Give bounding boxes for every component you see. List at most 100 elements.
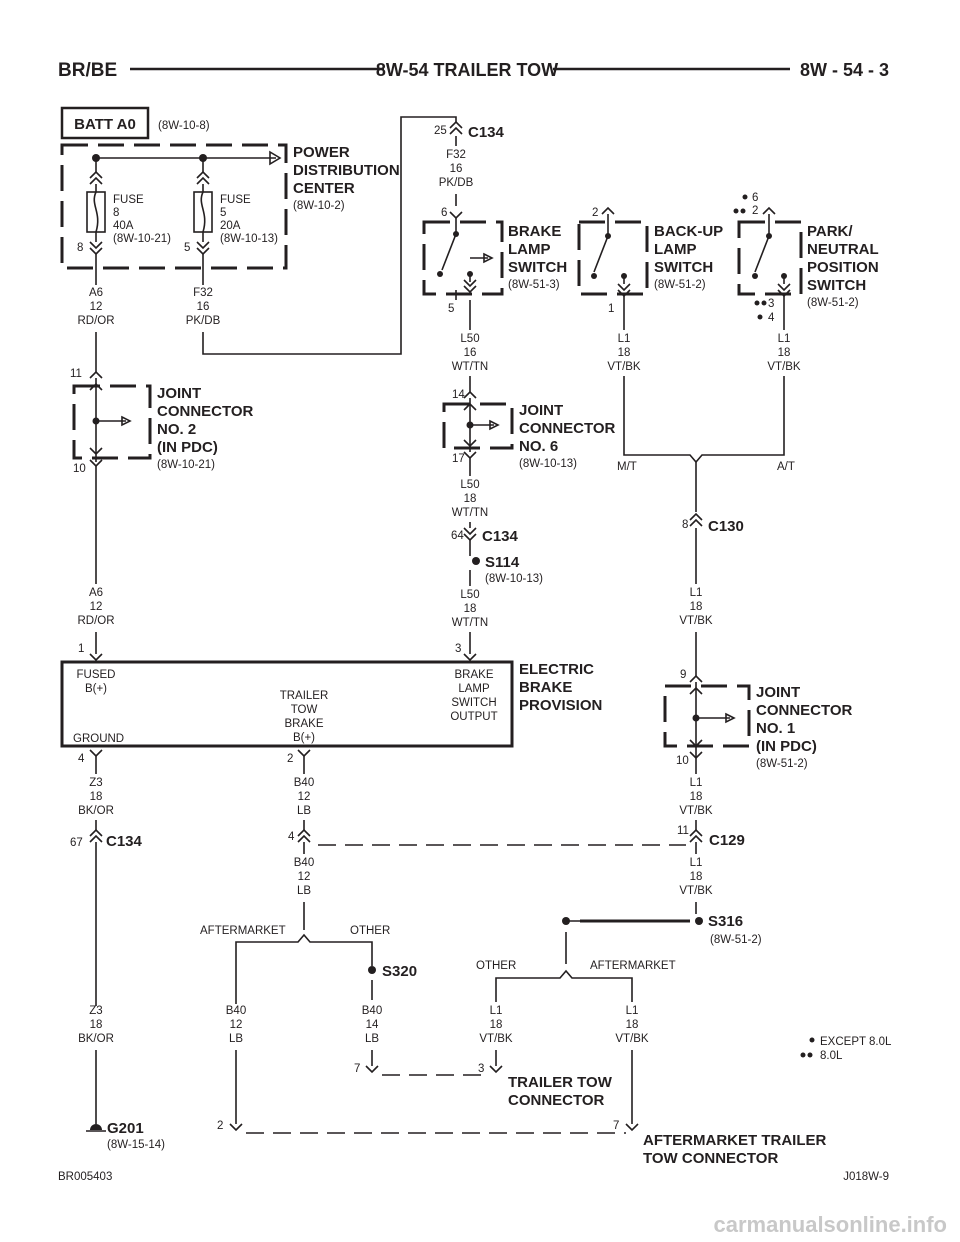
ebp-trailer-2: BRAKE (285, 718, 324, 730)
trailer-connector-pin-left: 7 (354, 1063, 360, 1075)
park-switch-title-1: NEUTRAL (807, 241, 879, 258)
joint-connector-1: 9 10 JOINT CONNECTOR NO. 1 (IN PDC) (8W-… (663, 669, 853, 770)
wire-l1-jc1-0: L1 (690, 777, 703, 789)
branch-other-left: OTHER (350, 925, 390, 937)
fuse-8-text-0: FUSE (113, 194, 144, 206)
pdc-outline (60, 143, 288, 270)
jc6-ref: (8W-10-13) (519, 458, 577, 470)
park-switch-ref: (8W-51-2) (807, 297, 859, 309)
jc2-pin-bottom: 10 (73, 463, 86, 475)
header-left: BR/BE (58, 60, 117, 81)
ebp-outline (60, 660, 514, 748)
park-switch-title-0: PARK/ (807, 223, 853, 240)
wire-a6-low-0: A6 (89, 587, 103, 599)
fuse-5-text-3: (8W-10-13) (220, 233, 278, 245)
wire-l50-a-1: 16 (464, 347, 477, 359)
jc1-title-1: CONNECTOR (756, 702, 853, 719)
jc6-pin-top: 14 (452, 389, 465, 401)
brake-lamp-switch: 6 5 BRAKE LAMP SWITCH (8W-51-3) (422, 207, 567, 315)
ebp-brake-out-3: OUTPUT (450, 711, 497, 723)
ebp-fused-1: B(+) (85, 683, 107, 695)
wire-f32-top-1: 16 (450, 163, 463, 175)
jc1-pin-bottom: 10 (676, 755, 689, 767)
aftermarket-connector-pin-left: 2 (217, 1120, 223, 1132)
ebp-brake-out-2: SWITCH (451, 697, 496, 709)
trailer-connector-pin-right: 3 (478, 1063, 484, 1075)
aftermarket-connector-pin-right: 7 (613, 1120, 619, 1132)
backup-switch-outline (577, 220, 649, 296)
backup-switch-title-0: BACK-UP (654, 223, 723, 240)
header-title: 8W-54 TRAILER TOW (376, 60, 558, 80)
park-neutral-switch: 6 2 3 4 PARK/ NEUTRAL POSITION SWITCH (8… (733, 192, 879, 324)
ebp-title-0: ELECTRIC (519, 661, 594, 678)
wire-b40-b-0: B40 (294, 857, 314, 869)
jc6-title-0: JOINT (519, 402, 563, 419)
jc6-title-2: NO. 6 (519, 438, 558, 455)
backup-switch-title-2: SWITCH (654, 259, 713, 276)
brake-switch-title-2: SWITCH (508, 259, 567, 276)
header-page-number: 8W - 54 - 3 (800, 60, 889, 80)
jc1-title-2: NO. 1 (756, 720, 795, 737)
wire-b40-d-1: 14 (366, 1019, 379, 1031)
batt-a0-label: BATT A0 (74, 116, 136, 133)
ground-symbol (90, 1124, 102, 1130)
ebp-trailer-3: B(+) (293, 732, 315, 744)
jc2-pin-top: 11 (70, 368, 82, 380)
wire-a6-top-0: A6 (89, 287, 103, 299)
wire-l50-b-2: WT/TN (452, 507, 488, 519)
wire-l1-backup-0: L1 (618, 333, 631, 345)
ebp-trailer-0: TRAILER (280, 690, 329, 702)
jc6-title-1: CONNECTOR (519, 420, 616, 437)
wire-b40-a-2: LB (297, 805, 311, 817)
c134-top-pin: 25 (434, 125, 447, 137)
wire-b40-c-0: B40 (226, 1005, 246, 1017)
wire-f32-top-2: PK/DB (439, 177, 474, 189)
wire-l1-backup-2: VT/BK (607, 361, 641, 373)
footer-right: J018W-9 (843, 1171, 889, 1183)
ebp-pin-fused: 1 (78, 643, 84, 655)
brake-switch-title-1: LAMP (508, 241, 551, 258)
ebp-brake-out-1: LAMP (458, 683, 490, 695)
brake-switch-ref: (8W-51-3) (508, 279, 560, 291)
brake-switch-pin-bottom: 5 (448, 303, 454, 315)
wire-l50-c-1: 18 (464, 603, 477, 615)
wire-l1-c129-1: 18 (690, 871, 703, 883)
wire-l1-park-2: VT/BK (767, 361, 801, 373)
pdc-title-0: POWER (293, 144, 350, 161)
wire-l1-after-2: VT/BK (615, 1033, 649, 1045)
park-switch-title-3: SWITCH (807, 277, 866, 294)
wire-f32-low-1: 16 (197, 301, 210, 313)
batt-a0-ref: (8W-10-8) (158, 120, 210, 132)
wire-l1-c130-0: L1 (690, 587, 703, 599)
electric-brake-provision: 1 3 FUSED B(+) GROUND TRAILER TOW BRAKE … (60, 643, 602, 765)
wire-a6-low-2: RD/OR (77, 615, 114, 627)
g201-ref: (8W-15-14) (107, 1139, 165, 1151)
aftermarket-connector-title-0: AFTERMARKET TRAILER (643, 1132, 826, 1149)
wire-l1-c129-0: L1 (690, 857, 703, 869)
brake-switch-title-0: BRAKE (508, 223, 561, 240)
jc2-title-3: (IN PDC) (157, 439, 218, 456)
fuse-5-text-1: 5 (220, 207, 226, 219)
branch-aftermarket-left: AFTERMARKET (200, 925, 286, 937)
wire-l1-after-1: 18 (626, 1019, 639, 1031)
jc1-title-3: (IN PDC) (756, 738, 817, 755)
fuse-8-text-1: 8 (113, 207, 119, 219)
power-distribution-center: FUSE 8 40A (8W-10-21) FUSE 5 20A (8W-10-… (60, 143, 400, 270)
s320-name: S320 (382, 963, 417, 980)
wire-f32-low-0: F32 (193, 287, 213, 299)
s114-splice-dot (472, 557, 480, 565)
wire-b40-d-0: B40 (362, 1005, 382, 1017)
backup-lamp-switch: 2 1 BACK-UP LAMP SWITCH (8W-51-2) (577, 206, 723, 315)
trailer-connector-title-0: TRAILER TOW (508, 1074, 613, 1091)
wire-l50-b-0: L50 (460, 479, 479, 491)
wire-z3-b-0: Z3 (89, 1005, 102, 1017)
footer-left: BR005403 (58, 1171, 112, 1183)
wire-z3-a-1: 18 (90, 791, 103, 803)
wire-l1-c130-2: VT/BK (679, 615, 713, 627)
backup-switch-title-1: LAMP (654, 241, 697, 258)
joint-connector-2: 11 10 JOINT CONNECTOR NO. 2 (IN PDC) (8W… (70, 368, 254, 475)
jc6-pin-bottom: 17 (452, 453, 465, 465)
wire-z3-b-1: 18 (90, 1019, 103, 1031)
jc2-title-1: CONNECTOR (157, 403, 254, 420)
wire-l1-park-0: L1 (778, 333, 791, 345)
